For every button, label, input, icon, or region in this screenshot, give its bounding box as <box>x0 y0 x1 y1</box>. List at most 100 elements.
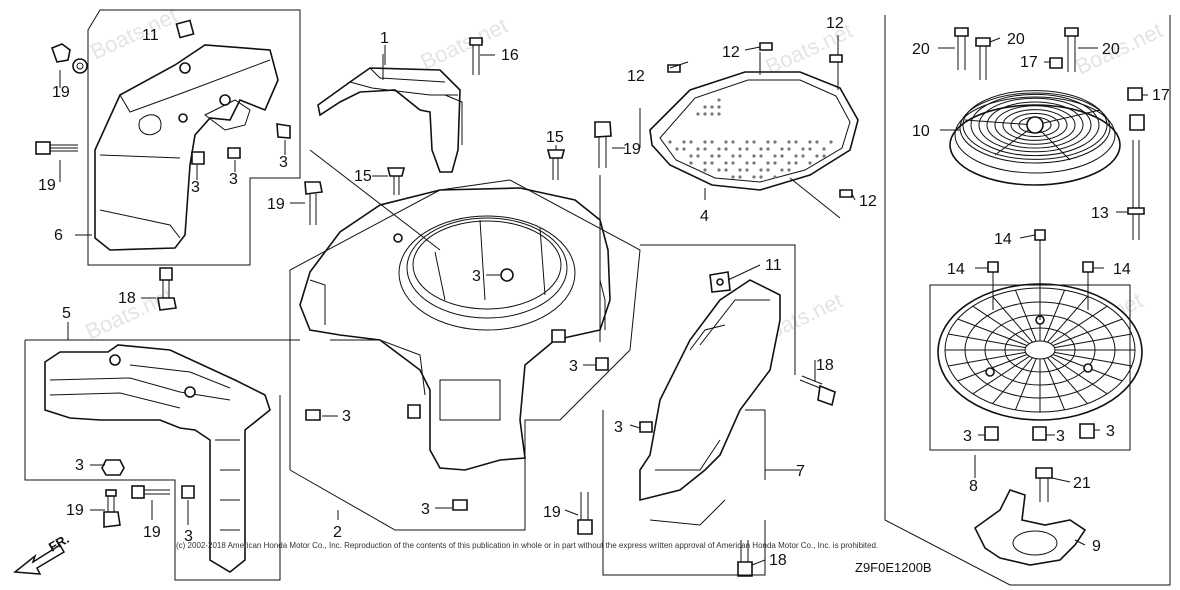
callout-19: 19 <box>543 504 561 521</box>
callout-12: 12 <box>627 68 645 85</box>
screen-hole <box>710 161 714 165</box>
screen-hole <box>717 154 721 158</box>
screen-hole <box>724 161 728 165</box>
callout-15: 15 <box>354 168 372 185</box>
screen-hole <box>738 175 742 179</box>
screen-hole <box>794 161 798 165</box>
callout-labels: 1 16 11 19 19 3 3 3 6 18 5 3 19 19 3 19 … <box>38 15 1170 569</box>
fan-spoke <box>1047 357 1088 405</box>
screen-hole <box>710 105 714 109</box>
part-2-fan-housing <box>299 187 611 471</box>
screen-hole <box>759 175 763 179</box>
callout-19: 19 <box>143 524 161 541</box>
fan-spoke <box>1052 318 1123 346</box>
screen-hole <box>759 168 763 172</box>
screen-hole <box>766 147 770 151</box>
part-6-side-shroud <box>94 44 279 251</box>
screen-hole <box>731 161 735 165</box>
fan-spoke <box>1014 358 1037 411</box>
callout-19: 19 <box>38 177 56 194</box>
fan-spoke <box>992 357 1033 405</box>
diagram-code: Z9F0E1200B <box>855 560 932 575</box>
callout-15: 15 <box>546 129 564 146</box>
screen-hole <box>808 161 812 165</box>
screen-hole <box>696 154 700 158</box>
callout-16: 16 <box>501 47 519 64</box>
hardware-screen-bolts <box>667 42 853 198</box>
screen-hole <box>794 140 798 144</box>
screen-hole <box>780 168 784 172</box>
recoil-ring <box>978 97 1092 153</box>
arrow-icon <box>13 543 66 575</box>
screen-hole <box>780 147 784 151</box>
callout-13: 13 <box>1091 205 1109 222</box>
screen-hole <box>703 168 707 172</box>
screen-hole <box>745 140 749 144</box>
screen-hole <box>710 112 714 116</box>
callout-3: 3 <box>1056 428 1065 445</box>
part-5-lower-shroud <box>44 344 271 573</box>
leader-lines <box>59 35 1148 566</box>
screen-hole <box>773 175 777 179</box>
watermark: Boats.net <box>417 13 512 75</box>
fan-spoke <box>1043 358 1066 411</box>
callout-19: 19 <box>66 502 84 519</box>
callout-4: 4 <box>700 208 709 225</box>
fan-spoke <box>972 305 1030 345</box>
callout-17: 17 <box>1152 87 1170 104</box>
callout-14: 14 <box>994 231 1012 248</box>
fan-spoke <box>1043 289 1066 342</box>
screen-hole <box>759 154 763 158</box>
screen-hole <box>710 140 714 144</box>
screen-hole <box>752 161 756 165</box>
screen-hole <box>703 140 707 144</box>
screen-hole <box>829 140 833 144</box>
copyright-notice: (c) 2002-2018 American Honda Motor Co., … <box>176 541 878 550</box>
screen-hole <box>787 147 791 151</box>
screen-hole <box>668 140 672 144</box>
part-10-recoil-starter <box>949 90 1121 186</box>
screen-hole <box>717 168 721 172</box>
screen-hole <box>745 147 749 151</box>
screen-hole <box>787 161 791 165</box>
callout-3: 3 <box>614 419 623 436</box>
callout-11: 11 <box>765 257 782 274</box>
screen-hole <box>724 147 728 151</box>
screen-hole <box>759 147 763 151</box>
callout-1: 1 <box>380 30 389 47</box>
screen-hole <box>703 147 707 151</box>
callout-3: 3 <box>75 457 84 474</box>
screen-hole <box>766 140 770 144</box>
callout-20: 20 <box>912 41 930 58</box>
screen-hole <box>689 140 693 144</box>
screen-hole <box>808 140 812 144</box>
fan-spoke <box>1047 295 1088 343</box>
callout-20: 20 <box>1102 41 1120 58</box>
screen-hole <box>724 168 728 172</box>
callout-14: 14 <box>1113 261 1131 278</box>
callout-3: 3 <box>472 268 481 285</box>
fan-spoke <box>1050 305 1108 345</box>
screen-hole <box>780 154 784 158</box>
hardware-top-left <box>35 19 291 311</box>
screen-hole <box>731 154 735 158</box>
screen-hole <box>703 112 707 116</box>
screen-hole <box>815 154 819 158</box>
screen-hole <box>710 154 714 158</box>
screen-hole <box>752 140 756 144</box>
fan-spoke <box>957 354 1028 382</box>
fan-spoke <box>1050 355 1108 395</box>
hardware-fan <box>984 229 1095 441</box>
callout-3: 3 <box>342 408 351 425</box>
screen-hole <box>801 154 805 158</box>
callout-11: 11 <box>142 27 159 44</box>
fan-spoke <box>992 295 1033 343</box>
screen-hole <box>717 147 721 151</box>
screen-hole <box>794 154 798 158</box>
screen-hole <box>717 105 721 109</box>
hardware-lower-left <box>101 459 195 528</box>
fan-spoke <box>1014 289 1037 342</box>
fan-spoke <box>1054 333 1132 349</box>
watermark: Boats.net <box>87 3 182 65</box>
